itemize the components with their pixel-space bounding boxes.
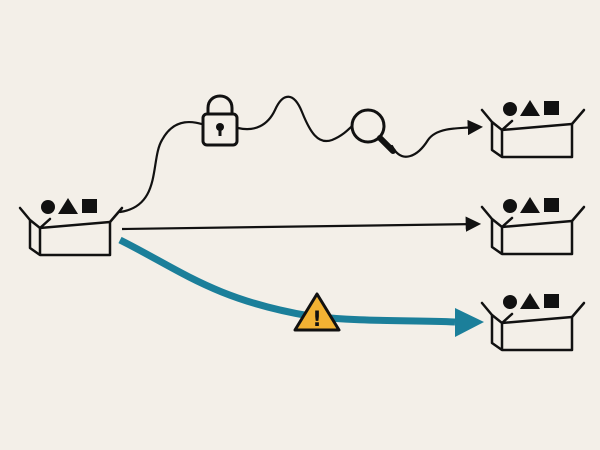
target-top-box-icon [480,100,586,159]
target-bottom-box-icon [480,293,586,352]
warning-icon: ! [293,292,341,332]
source-box-icon [18,198,124,257]
edge-source-to-bottom [118,236,456,326]
edge-source-to-middle [121,216,482,232]
warning-symbol: ! [312,307,322,331]
magnifier-icon [350,108,396,154]
edge-source-to-bottom-arrowhead [455,308,484,337]
target-middle-box-icon [480,197,586,256]
padlock-icon [201,94,239,147]
edge-source-to-top [118,95,480,214]
